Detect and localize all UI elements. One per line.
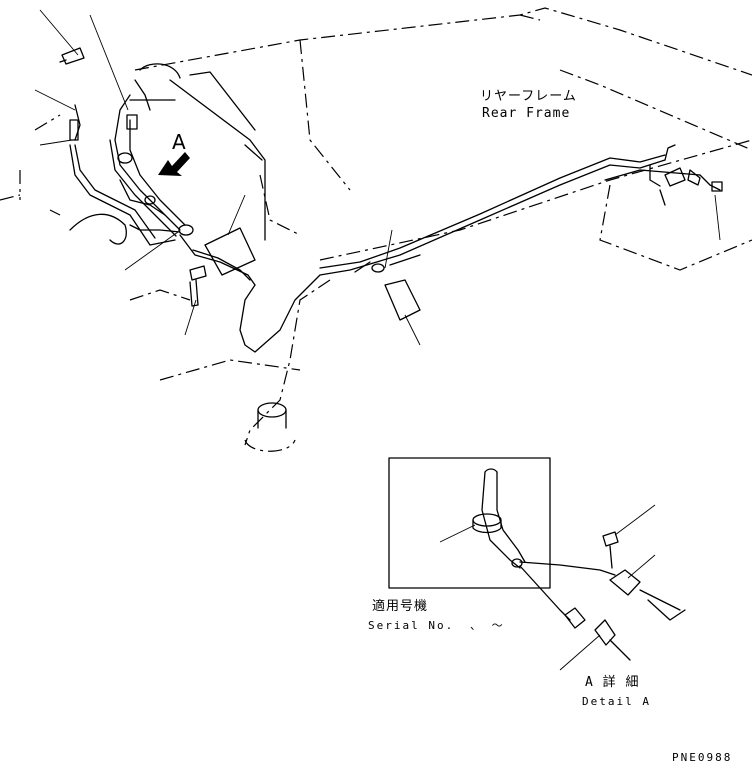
rear-frame-outline xyxy=(0,7,752,452)
serial-range: 、 ～ xyxy=(470,619,505,632)
clamps xyxy=(69,114,385,273)
leader-lines xyxy=(34,9,721,346)
detail-label-en: Detail A xyxy=(582,695,651,708)
clamp-e xyxy=(126,114,138,130)
detail-frame xyxy=(388,457,551,589)
detail-plug xyxy=(564,607,586,629)
rear-frame-label-en: Rear Frame xyxy=(482,106,571,121)
wire-harness xyxy=(69,79,676,353)
detail-a-parts xyxy=(559,504,686,671)
bolt-middle xyxy=(189,265,207,307)
frame-boss xyxy=(257,402,287,429)
clamp-a xyxy=(178,224,194,236)
detail-clamp-left xyxy=(594,619,616,646)
detail-clamp-right xyxy=(609,569,641,596)
right-connector xyxy=(711,181,723,192)
clamp-b xyxy=(117,152,133,164)
detail-grommet xyxy=(472,513,502,527)
right-bracket xyxy=(604,164,723,206)
serial-label-jp: 適用号機 xyxy=(372,599,429,614)
clamp-c xyxy=(371,263,385,273)
bolt-top-left xyxy=(59,47,85,65)
serial-label-en: Serial No. xyxy=(368,619,455,632)
sensor-body xyxy=(69,119,79,141)
tank-block xyxy=(129,63,266,241)
detail-bolt xyxy=(602,531,619,547)
detail-a-box xyxy=(388,457,616,621)
tag-right xyxy=(384,279,421,321)
arrow-a-label: A xyxy=(172,130,186,154)
clamp-d xyxy=(144,195,156,205)
rear-frame-label-jp: リヤーフレーム xyxy=(480,89,577,104)
harness-tags xyxy=(204,227,421,321)
view-arrow-a xyxy=(158,152,190,176)
tag-left xyxy=(204,227,256,276)
drawing-number: PNE0988 xyxy=(672,751,733,761)
detail-label-jp: A 詳 細 xyxy=(585,675,640,690)
